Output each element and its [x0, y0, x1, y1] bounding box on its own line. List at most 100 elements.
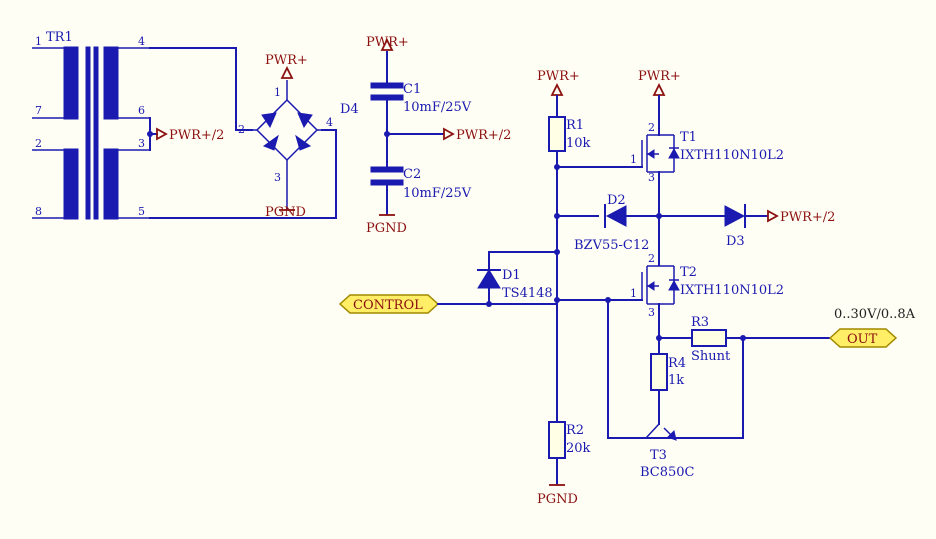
t2-pin-g: 1 [630, 287, 637, 300]
tr1-pin1-label: 1 [35, 35, 42, 48]
capacitor-c2[interactable]: C2 10mF/25V [370, 166, 472, 201]
out-port[interactable]: OUT [828, 328, 898, 348]
tr1-secondary-coil-bottom [103, 148, 119, 220]
r1-designator: R1 [566, 118, 584, 133]
pwr-half-label-2: PWR+/2 [456, 128, 511, 143]
pgnd-label-bridge: PGND [265, 205, 306, 220]
t1-body-diode-icon [668, 147, 680, 159]
tr1-core-right [93, 46, 99, 220]
tr1-pin7-label: 7 [35, 104, 42, 117]
pwr-plus-label-r1: PWR+ [537, 69, 580, 84]
pwr-arrow-icon [280, 65, 294, 79]
t2-arrow-icon [647, 281, 655, 291]
pwr-plus-label-bridge: PWR+ [265, 53, 308, 68]
t3-collector-line [645, 423, 660, 439]
diode-d3[interactable]: D3 PWR+/2 [658, 204, 835, 249]
tr1-pin6-label: 6 [138, 104, 145, 117]
out-port-label: OUT [847, 332, 878, 347]
t2-pin-d: 2 [648, 252, 655, 265]
c2-plate-icon [370, 179, 404, 186]
t1-pin-d: 2 [648, 121, 655, 134]
capacitor-bank: PWR+/2 PWR+ PGND [366, 35, 511, 236]
t1-part: IXTH110N10L2 [680, 148, 784, 163]
mosfet-t1[interactable]: PWR+ 2 3 1 T1 IXTH110N10L2 [630, 69, 784, 184]
d1-part: TS4148 [502, 286, 553, 301]
d1-triangle-icon [477, 269, 501, 289]
r1-body [548, 116, 566, 152]
c2-value: 10mF/25V [403, 186, 472, 201]
pwr-arrow-icon [380, 37, 394, 51]
t3-emitter-arrow-icon [667, 430, 677, 441]
capacitor-c1[interactable]: C1 10mF/25V [370, 82, 472, 115]
bridge-rectifier-d4[interactable]: D4 1 2 3 4 [238, 80, 359, 210]
transformer-tr1[interactable]: TR1 1 7 2 8 4 6 3 5 [32, 30, 150, 220]
control-port-label: CONTROL [353, 298, 423, 313]
r3-designator: R3 [691, 315, 709, 330]
tr1-pin4-label: 4 [138, 35, 145, 48]
resistor-r1[interactable]: R1 10k [548, 116, 591, 152]
center-tap-net: PWR+/2 [147, 117, 224, 151]
d4-bridge-outline [255, 98, 319, 162]
d2-triangle-icon [605, 205, 627, 227]
r4-value: 1k [668, 373, 684, 388]
t3-base-wire [607, 299, 643, 439]
r2-value: 20k [566, 441, 591, 456]
bridge-pwr-symbol: PWR+ [265, 53, 308, 79]
control-port[interactable]: CONTROL [338, 294, 440, 314]
r4-body [650, 353, 668, 391]
t3-designator: T3 [650, 448, 667, 463]
pwr-arrow-icon [550, 82, 564, 96]
tr1-designator: TR1 [46, 30, 73, 45]
r1-value: 10k [566, 136, 591, 151]
d3-designator: D3 [726, 234, 745, 249]
pwr-half-arrow-icon [443, 127, 455, 141]
ac-wire-bottom [149, 129, 337, 219]
pwr-half-label-3: PWR+/2 [780, 210, 835, 225]
r2-body [548, 421, 566, 459]
t2-part: IXTH110N10L2 [680, 283, 784, 298]
tr1-primary-coil-top [63, 46, 79, 120]
c2-designator: C2 [403, 167, 421, 182]
tr1-secondary-coil-top [103, 46, 119, 120]
d4-diode-icon [297, 112, 313, 129]
bjt-t3[interactable]: T3 BC850C [640, 423, 695, 480]
bridge-gnd-symbol: PGND [265, 205, 306, 220]
c1-value: 10mF/25V [403, 100, 472, 115]
c1-plate-icon [370, 82, 404, 89]
t2-body-diode-icon [668, 279, 680, 291]
t1-pin-g: 1 [630, 153, 637, 166]
c2-plate-icon [370, 166, 404, 173]
t2-pin-s: 3 [648, 306, 655, 319]
resistor-r2[interactable]: R2 20k [548, 421, 591, 459]
d3-triangle-icon [724, 205, 746, 227]
pwr-half-arrow-icon [767, 209, 779, 223]
tr1-pin8-label: 8 [35, 205, 42, 218]
pwr-half-arrow-icon [156, 127, 168, 141]
r4-designator: R4 [668, 356, 686, 371]
tr1-pin2-label: 2 [35, 137, 42, 150]
d4-diode-icon [262, 134, 279, 151]
r3-value: Shunt [691, 349, 731, 364]
pgnd-label-r2: PGND [537, 492, 578, 507]
tr1-core-left [85, 46, 91, 220]
resistor-r3-shunt[interactable]: R3 Shunt [691, 315, 731, 364]
tr1-primary-coil-bottom [63, 148, 79, 220]
diode-d1[interactable]: D1 TS4148 [477, 251, 553, 305]
t2-designator: T2 [680, 265, 697, 280]
d4-diode-icon [261, 112, 277, 129]
t3-part: BC850C [640, 465, 695, 480]
resistor-r4[interactable]: R4 1k [650, 353, 686, 391]
pgnd-label-caps: PGND [366, 221, 407, 236]
d1-designator: D1 [502, 268, 521, 283]
d4-pin3-label: 3 [274, 171, 281, 184]
t1-arrow-icon [647, 149, 655, 159]
zener-d2[interactable]: D2 BZV55-C12 [574, 193, 660, 253]
c1-plate-icon [370, 94, 404, 101]
d4-designator: D4 [340, 102, 359, 117]
r2-gnd-symbol: PGND [537, 484, 578, 507]
d4-diode-icon [295, 134, 312, 151]
junction-dot [147, 131, 153, 137]
r2-designator: R2 [566, 423, 584, 438]
mosfet-t2[interactable]: 2 3 1 T2 IXTH110N10L2 [630, 252, 784, 319]
